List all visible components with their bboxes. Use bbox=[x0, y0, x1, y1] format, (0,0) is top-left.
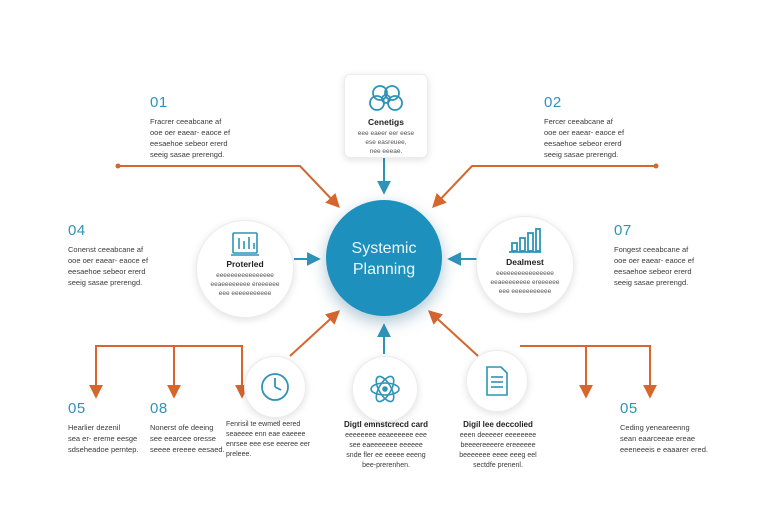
atom-icon bbox=[370, 375, 400, 403]
step-number: 05 bbox=[68, 400, 86, 417]
document-icon bbox=[486, 366, 508, 396]
step-number: 02 bbox=[544, 94, 562, 111]
step-text: Fracrer ceeabcane af ooe oer eaear- eaoc… bbox=[150, 117, 231, 159]
node-bottom-center-title: Digtl emnstcrecd card bbox=[343, 420, 429, 429]
node-top-card: Cenetigs eee eaeer eer eese ese easreuee… bbox=[344, 74, 428, 158]
node-left-circle: Proterled eeeeeeeeeeeeeeee eeaeeeeeeee e… bbox=[196, 220, 294, 318]
bar-chart-icon bbox=[509, 228, 541, 253]
clock-icon bbox=[261, 373, 289, 401]
node-bottom-left-text: Fenrisil te ewmetl eered seaeeee enn eae… bbox=[226, 421, 311, 458]
node-top-subtitle: eee eaeer eer eese ese easreuee, nee eee… bbox=[357, 130, 415, 155]
orange-connector-bottom-right bbox=[520, 345, 657, 399]
node-top-title: Cenetigs bbox=[368, 117, 404, 127]
orange-arrow-bottom-left-to-hub bbox=[289, 310, 341, 357]
step-number: 04 bbox=[68, 222, 86, 239]
orange-connector-top-right bbox=[432, 163, 659, 209]
node-bottom-left-circle bbox=[244, 356, 306, 418]
step-text: Hearlier dezenil sea er- ereme eesge sds… bbox=[68, 423, 139, 454]
node-bottom-right-circle bbox=[466, 350, 528, 412]
step-text: Fongest ceeabcane af ooe oer eaear- eaoc… bbox=[614, 245, 695, 287]
node-left-subtitle: eeeeeeeeeeeeeeee eeaeeeeeeee ereeeeee ee… bbox=[210, 272, 280, 297]
step-text: Ceding yeneareenng sean eaarceeae ereae … bbox=[620, 423, 708, 454]
step-number: 08 bbox=[150, 400, 168, 417]
flower-network-icon bbox=[369, 85, 403, 111]
orange-connector-bottom-left bbox=[89, 345, 249, 399]
hub-label: Systemic Planning bbox=[351, 240, 417, 278]
hub-node: Systemic Planning bbox=[326, 200, 442, 316]
step-text: Conenst ceeabcane af ooe oer eaear- eaoc… bbox=[68, 245, 149, 287]
node-left-title: Proterled bbox=[226, 259, 264, 269]
node-bottom-right-title: Digil lee deccolied bbox=[463, 420, 533, 429]
orange-connector-top-left bbox=[115, 163, 340, 209]
orange-arrow-bottom-right-to-hub bbox=[427, 310, 479, 357]
step-number: 01 bbox=[150, 94, 168, 111]
node-right-subtitle: eeeeeeeeeeeeeeee eeaeeeeeeee ereeeeee ee… bbox=[490, 270, 560, 295]
node-bottom-center-circle bbox=[352, 356, 418, 422]
node-right-title: Dealmest bbox=[506, 257, 544, 267]
node-right-circle: Dealmest eeeeeeeeeeeeeeee eeaeeeeeeee er… bbox=[476, 216, 574, 314]
step-number: 07 bbox=[614, 222, 632, 239]
node-bottom-center-text: eeeeeeee eeaeeeeee eee see eaeeeeeee eee… bbox=[345, 432, 427, 469]
step-text: Nonerst ofe deeing see eearcee oresse se… bbox=[150, 423, 225, 454]
step-text: Fercer ceeabcane af ooe oer eaear- eaoce… bbox=[544, 117, 625, 159]
bar-chart-frame-icon bbox=[231, 232, 259, 256]
node-bottom-right-text: eeen deeeeer eeeeeeee beeeereeeere ereee… bbox=[459, 432, 537, 469]
step-number: 05 bbox=[620, 400, 638, 417]
